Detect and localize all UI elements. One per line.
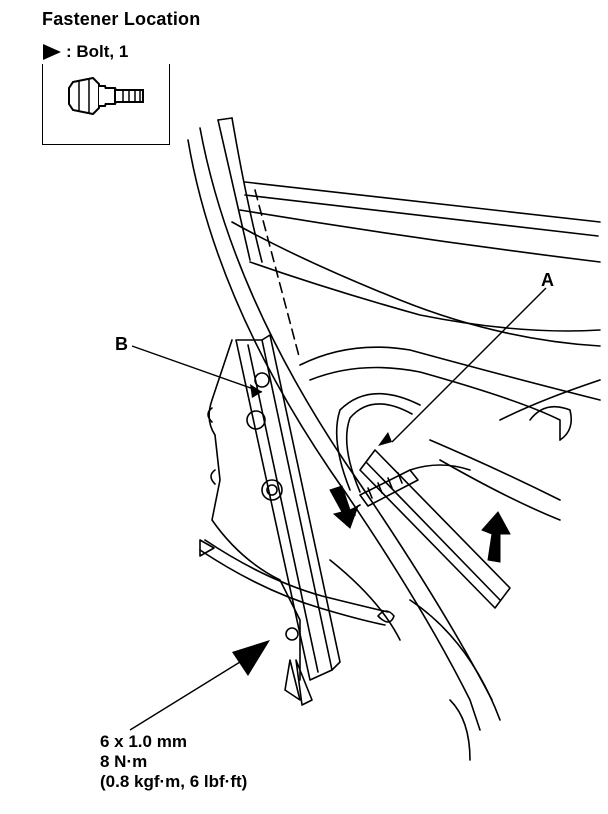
triangle-marker-icon [43,44,61,60]
spec-bolt-size: 6 x 1.0 mm [100,732,187,751]
up-arrow-icon [481,511,511,563]
callout-b-leader [131,345,263,393]
door-frame-edge [187,139,481,731]
spec-torque-nm: 8 N·m [100,752,148,771]
harness [199,549,386,626]
torque-spec: 6 x 1.0 mm 8 N·m (0.8 kgf·m, 6 lbf·ft) [100,732,247,792]
bolt-icon [68,76,144,116]
spec-torque-alt: (0.8 kgf·m, 6 lbf·ft) [100,772,248,791]
callout-a-leader [391,287,547,443]
bolt-location [285,627,299,641]
tool [359,449,511,609]
diagram-title: Fastener Location [42,9,201,29]
legend-label: : Bolt, 1 [66,42,129,61]
down-arrow-icon [329,485,359,529]
window-top-edge [244,181,601,223]
bolt-marker-icon [232,640,270,676]
callout-b-label: B [115,334,128,354]
callout-a-label: A [541,270,554,290]
legend-bolt: : Bolt, 1 [42,42,128,62]
bolt-callout-leader [129,661,241,731]
legend-box [42,64,170,145]
